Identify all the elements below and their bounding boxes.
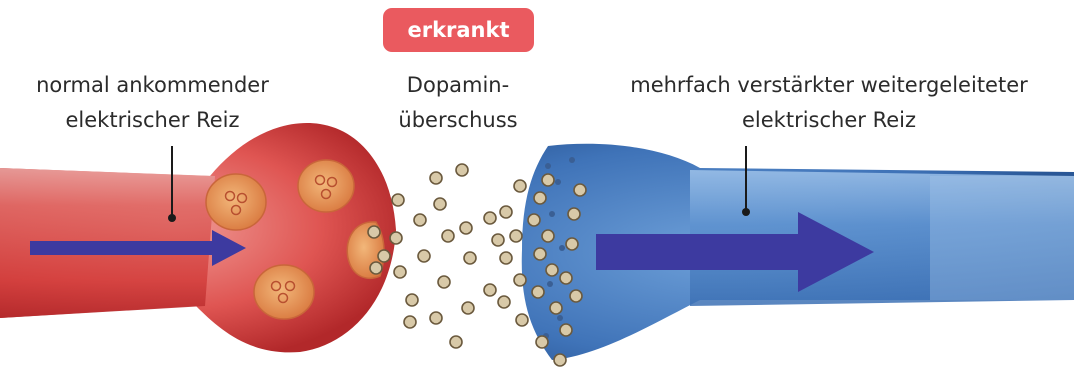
vesicle-icon — [298, 160, 354, 212]
right-label-dot — [742, 208, 750, 216]
output-signal-label-line1: mehrfach verstärkter weitergeleiteter — [586, 68, 1072, 103]
output-signal-label: mehrfach verstärkter weitergeleiteter el… — [586, 68, 1072, 138]
vesicle-icon — [254, 265, 314, 319]
status-badge: erkrankt — [383, 8, 534, 52]
dopamine-label: Dopamin- überschuss — [378, 68, 538, 138]
dopamine-label-line2: überschuss — [378, 103, 538, 138]
vesicle-icon — [206, 174, 266, 230]
output-signal-label-line2: elektrischer Reiz — [586, 103, 1072, 138]
left-label-dot — [168, 214, 176, 222]
input-signal-label-line1: normal ankommender — [5, 68, 300, 103]
input-signal-label: normal ankommender elektrischer Reiz — [5, 68, 300, 138]
dopamine-label-line1: Dopamin- — [378, 68, 538, 103]
input-signal-label-line2: elektrischer Reiz — [5, 103, 300, 138]
presynaptic-neuron — [0, 123, 396, 352]
